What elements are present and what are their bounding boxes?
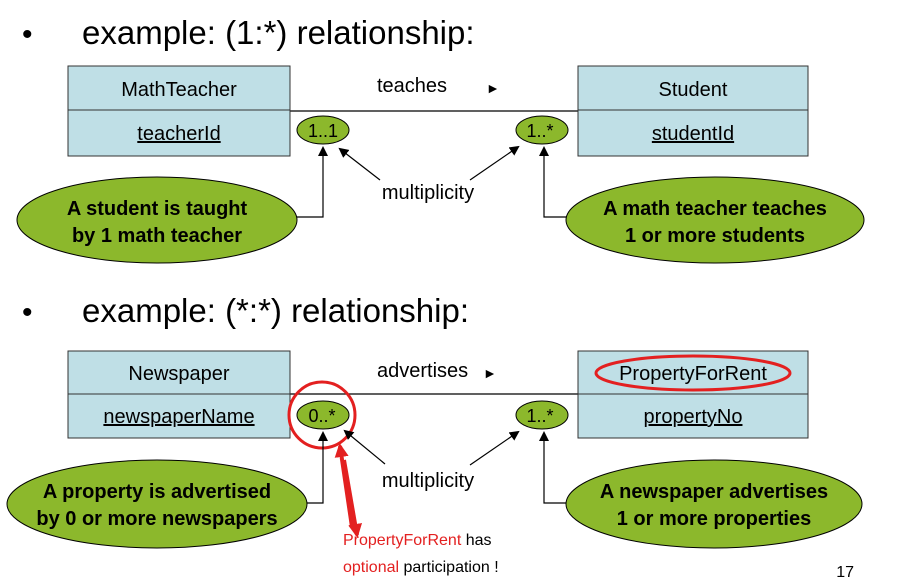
page-number: 17 [836,564,854,581]
callout-ellipse-left-2 [6,459,308,549]
callout-connector-right-2 [539,431,567,504]
attribute-teacherid: teacherId [137,123,220,145]
bullet-2-marker: • [22,296,33,329]
multiplicity-left-2: 0..* [308,406,335,426]
multiplicity-right-2: 1..* [526,406,553,426]
multiplicity-ellipse-right-2 [515,400,569,430]
diagram-2: Newspaper newspaperName PropertyForRent … [6,350,863,576]
class-name-student: Student [659,79,728,101]
class-box-student: Student studentId [577,65,809,157]
note-red-optional: optional [343,559,399,576]
note-participation: participation ! [399,559,499,576]
attribute-studentid: studentId [652,123,734,145]
direction-arrow-icon: ► [483,365,497,381]
callout-connector-left-1 [290,146,328,218]
bullet-1-text: example: (1:*) relationship: [82,14,475,51]
pointer-arrow-left-1 [338,147,381,181]
callout-ellipse-right-2 [565,459,863,549]
callout-ellipse-right-1 [565,176,865,264]
class-name-mathteacher: MathTeacher [121,79,237,101]
bullet-2-text: example: (*:*) relationship: [82,292,469,329]
red-arrow-up-icon [334,443,354,528]
pointer-arrow-right-1 [469,145,520,181]
class-name-propertyforrent: PropertyForRent [619,363,767,385]
multiplicity-right-1: 1..* [526,121,553,141]
multiplicity-ellipse-left-2 [296,400,350,430]
callout-right-1-line-2: 1 or more students [625,225,805,247]
callout-connector-right-1 [539,146,569,218]
class-name-newspaper: Newspaper [128,363,230,385]
note-line-1: PropertyForRent has [343,532,492,549]
bullet-1-marker: • [22,18,33,51]
class-box-mathteacher: MathTeacher teacherId [67,65,291,157]
attribute-newspapername: newspaperName [103,406,254,428]
callout-left-2-line-1: A property is advertised [43,481,271,503]
pointer-arrow-left-2 [343,429,386,465]
pointer-arrow-right-2 [469,430,520,466]
callout-left-2-line-2: by 0 or more newspapers [36,508,277,530]
callout-right-2-line-2: 1 or more properties [617,508,812,530]
multiplicity-label-2: multiplicity [382,470,474,492]
red-arrow-down-icon [342,459,363,538]
multiplicity-ellipse-left-1 [296,115,350,145]
association-label-teaches: teaches [377,75,447,97]
multiplicity-left-1: 1..1 [308,121,338,141]
multiplicity-ellipse-right-1 [515,115,569,145]
note-has: has [461,532,491,549]
class-box-propertyforrent: PropertyForRent propertyNo [577,350,809,439]
callout-right-2-line-1: A newspaper advertises [600,481,828,503]
attribute-propertyno: propertyNo [644,406,743,428]
highlight-circle-0-many [287,380,357,450]
multiplicity-label-1: multiplicity [382,182,474,204]
association-label-advertises: advertises [377,360,468,382]
callout-left-1-line-1: A student is taught [67,198,248,220]
callout-left-1-line-2: by 1 math teacher [72,225,242,247]
callout-right-1-line-1: A math teacher teaches [603,198,827,220]
highlight-ellipse-propertyforrent [594,354,792,392]
note-red-propertyforrent: PropertyForRent [343,532,462,549]
direction-arrow-icon: ► [486,80,500,96]
callout-ellipse-left-1 [16,176,298,264]
note-line-2: optional participation ! [343,559,499,576]
class-box-newspaper: Newspaper newspaperName [67,350,291,439]
diagram-1: MathTeacher teacherId Student studentId … [16,65,865,264]
